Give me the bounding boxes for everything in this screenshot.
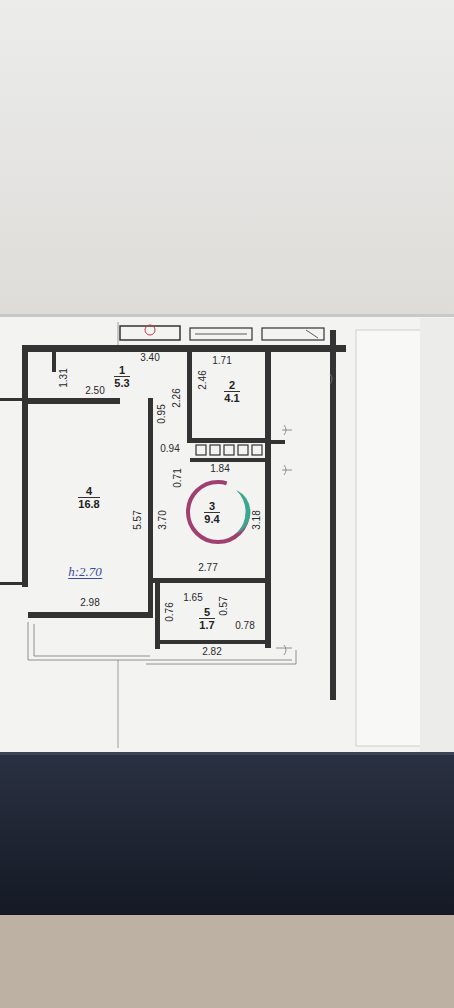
dimension-label: 1.31 xyxy=(59,368,69,387)
dimension-label: 3.70 xyxy=(158,510,168,529)
dimension-label: 2.77 xyxy=(198,563,217,573)
dimension-label: 2.98 xyxy=(80,598,99,608)
room-number: 4 xyxy=(78,485,99,497)
dimension-label: 3.40 xyxy=(140,353,159,363)
room-area: 5.3 xyxy=(114,376,129,389)
dimension-label: 2.46 xyxy=(198,370,208,389)
dimension-label: 0.78 xyxy=(235,621,254,631)
dimension-label: 1.71 xyxy=(212,356,231,366)
dimension-label: 0.94 xyxy=(160,444,179,454)
dimension-label: 2.82 xyxy=(202,647,221,657)
dimension-label: 0.71 xyxy=(173,468,183,487)
dimension-label: 3.18 xyxy=(252,510,262,529)
dimension-label: 0.76 xyxy=(165,602,175,621)
room: 416.8 xyxy=(76,484,101,511)
room-number: 2 xyxy=(224,379,239,391)
room-number: 3 xyxy=(204,500,219,512)
room-area: 1.7 xyxy=(199,618,214,631)
room: 15.3 xyxy=(112,363,131,390)
room-area: 16.8 xyxy=(78,497,99,510)
dimension-label: 1.65 xyxy=(183,593,202,603)
dimension-label: 1.84 xyxy=(210,464,229,474)
room: 24.1 xyxy=(222,378,241,405)
dimension-label: 2.26 xyxy=(172,388,182,407)
room-number: 1 xyxy=(114,364,129,376)
dimension-label: 2.50 xyxy=(85,386,104,396)
room: 39.4 xyxy=(202,499,221,526)
room: 51.7 xyxy=(197,605,216,632)
room-number: 5 xyxy=(199,606,214,618)
ceiling-height-note: h:2.70 xyxy=(68,565,102,579)
dimension-label: 0.95 xyxy=(157,404,167,423)
room-area: 9.4 xyxy=(204,512,219,525)
dimension-label: 5.57 xyxy=(133,510,143,529)
dimension-label: 0.57 xyxy=(219,596,229,615)
room-area: 4.1 xyxy=(224,391,239,404)
